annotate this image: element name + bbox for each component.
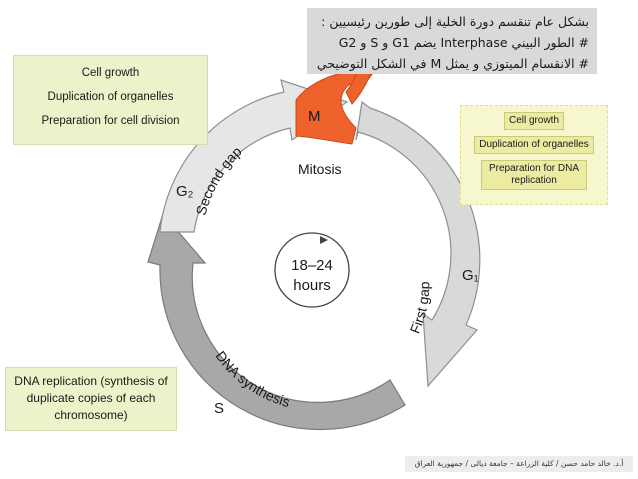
header-line-2: # الطور البيني Interphase يضم G1 و S و G… [338, 35, 589, 50]
g1-note-item: Duplication of organelles [474, 136, 594, 154]
duration-value: 18–24 [291, 257, 333, 274]
center-arrow-head-icon [320, 236, 328, 244]
g1-notes-box: Cell growth Duplication of organelles Pr… [460, 105, 608, 205]
header-line-3: # الانقسام الميتوزي و يمثل M في الشكل ال… [316, 56, 589, 71]
g1-note-item: Preparation for DNA replication [481, 160, 587, 190]
g1-phase-arc [355, 100, 481, 388]
g2-note-item: Duplication of organelles [47, 91, 174, 103]
center-cycle-circle [274, 232, 350, 308]
s-note-text: DNA replication (synthesis of duplicate … [14, 374, 168, 422]
s-notes-box: DNA replication (synthesis of duplicate … [5, 367, 177, 431]
s-phase-arc [147, 212, 406, 431]
arabic-header-box: بشكل عام تنقسم دورة الخلية إلى طورين رئي… [307, 8, 597, 74]
author-footer: أ.د. خالد حامد حسن / كلية الزراعة – جامع… [405, 456, 633, 472]
duration-unit: hours [293, 277, 331, 294]
mitosis-label: Mitosis [298, 161, 342, 177]
g2-label: G₂ [176, 183, 194, 200]
g2-notes-box: Cell growth Duplication of organelles Pr… [13, 55, 208, 145]
header-line-1: بشكل عام تنقسم دورة الخلية إلى طورين رئي… [321, 14, 589, 29]
m-label: M [308, 108, 321, 125]
s-label: S [214, 400, 224, 417]
g2-note-item: Preparation for cell division [41, 115, 180, 127]
g2-note-item: Cell growth [81, 67, 140, 79]
g1-label: G₁ [462, 267, 479, 284]
g1-note-item: Cell growth [503, 112, 565, 130]
